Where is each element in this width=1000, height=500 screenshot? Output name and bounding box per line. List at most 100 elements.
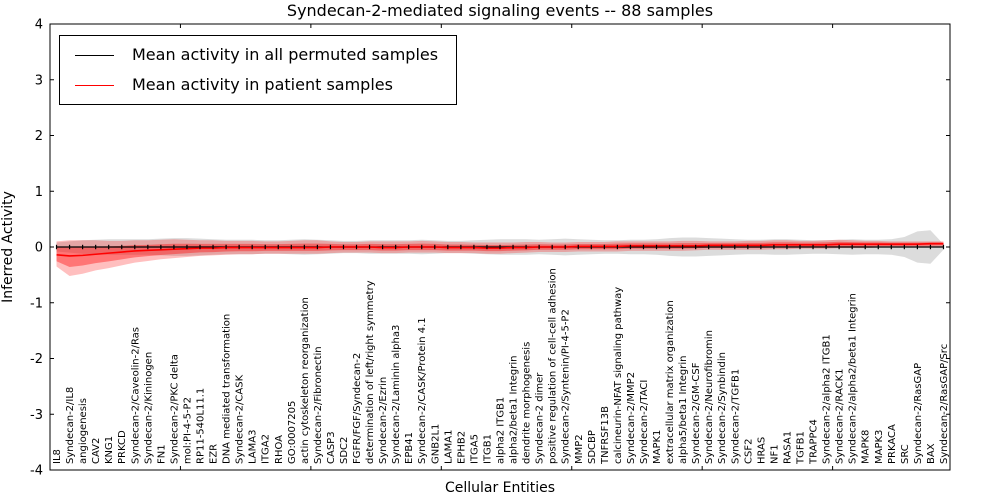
y-tick-label: 0 — [35, 241, 43, 256]
marker-dash — [760, 244, 762, 250]
x-category-label: TRAPPC4 — [809, 419, 820, 465]
x-category-label: Syndecan-2/alpha2 ITGB1 — [822, 334, 833, 464]
marker-dash — [238, 244, 240, 250]
chart-title: Syndecan-2-mediated signaling events -- … — [287, 1, 713, 20]
x-category-label: Syndecan-2/GM-CSF — [691, 362, 702, 464]
x-category-label: Syndecan-2/Synbindin — [717, 352, 728, 464]
x-category-label: BAX — [926, 443, 937, 464]
marker-dash — [812, 244, 814, 250]
marker-dash — [629, 244, 632, 250]
marker-dash — [290, 244, 292, 250]
patient-line-sample-icon — [75, 84, 114, 86]
marker-dash — [499, 244, 501, 250]
marker-dash — [160, 244, 162, 250]
marker-dash — [551, 244, 553, 250]
x-category-label: ITGA2 — [261, 434, 272, 464]
marker-dash — [708, 244, 710, 250]
y-axis-label: Inferred Activity — [0, 191, 16, 303]
x-category-label: determination of left/right symmetry — [365, 280, 376, 464]
marker-dash — [421, 244, 423, 250]
x-category-label: DNA mediated transformation — [222, 314, 233, 464]
marker-dash — [916, 244, 918, 250]
x-category-label: MAPK1 — [652, 430, 663, 464]
marker-dash — [668, 244, 671, 250]
marker-dash — [590, 244, 592, 250]
x-category-label: extracellular matrix organization — [665, 300, 676, 464]
x-category-label: TGFB1 — [796, 431, 807, 465]
x-category-label: Syndecan-2/TGFB1 — [730, 369, 741, 464]
x-category-label: RP11-540L11.1 — [196, 388, 207, 464]
x-category-label: GNB2L1 — [430, 424, 441, 464]
marker-dash — [95, 244, 97, 250]
marker-dash — [55, 244, 58, 250]
marker-dash — [121, 244, 123, 250]
marker-dash — [695, 244, 697, 250]
marker-dash — [434, 244, 436, 250]
x-category-label: LAMA1 — [443, 430, 454, 464]
marker-dash — [108, 244, 110, 250]
x-category-label: Syndecan-2/PKC delta — [169, 354, 180, 464]
x-category-label: Syndecan-2/Laminin alpha3 — [391, 325, 402, 464]
marker-dash — [747, 244, 749, 250]
x-category-label: Syndecan-2/Ezrin — [378, 377, 389, 464]
x-category-label: Syndecan-2/Neurofibromin — [704, 330, 715, 464]
x-category-label: PRKCD — [117, 430, 128, 464]
legend: Mean activity in all permuted samples Me… — [59, 35, 458, 105]
x-category-label: mol:PI-4-5-P2 — [182, 397, 193, 464]
marker-dash — [473, 244, 475, 250]
x-category-label: CSF2 — [743, 439, 754, 464]
marker-dash — [564, 244, 566, 250]
marker-dash — [173, 244, 175, 250]
marker-dash — [577, 244, 579, 250]
marker-dash — [460, 244, 462, 250]
x-category-label: MAPK8 — [861, 430, 872, 464]
y-tick-label: 1 — [35, 185, 43, 200]
x-category-label: alpha5/beta1 Integrin — [678, 356, 689, 464]
marker-dash — [225, 244, 227, 250]
x-category-label: SDC2 — [339, 437, 350, 464]
y-tick-label: -2 — [30, 352, 43, 367]
marker-dash — [682, 244, 684, 250]
marker-dash — [277, 244, 279, 250]
marker-dash — [303, 244, 305, 250]
x-category-label: positive regulation of cell-cell adhesio… — [548, 268, 559, 464]
x-category-label: ITGA5 — [469, 434, 480, 464]
marker-dash — [512, 244, 514, 250]
marker-dash — [316, 244, 318, 250]
marker-dash — [264, 244, 266, 250]
x-category-label: FGFR/FGF/Syndecan-2 — [352, 353, 363, 464]
marker-dash — [734, 244, 736, 250]
marker-dash — [825, 244, 827, 250]
marker-dash — [134, 244, 136, 250]
x-category-label: Syndecan-2 dimer — [535, 372, 546, 464]
x-category-label: MAPK3 — [874, 430, 885, 464]
x-category-label: dendrite morphogenesis — [522, 342, 533, 464]
x-category-label: Syndecan-2/Kininogen — [143, 352, 154, 464]
marker-dash — [147, 244, 149, 250]
y-tick-label: 2 — [35, 129, 43, 144]
x-category-label: HRAS — [756, 437, 767, 464]
x-category-label: angiogenesis — [78, 398, 89, 464]
x-category-label: CASP3 — [326, 431, 337, 464]
x-axis-label: Cellular Entities — [445, 480, 555, 496]
x-category-label: EZR — [209, 444, 220, 464]
marker-dash — [395, 244, 397, 250]
x-category-label: SDCBP — [587, 430, 598, 464]
legend-item-patient: Mean activity in patient samples — [75, 73, 438, 97]
marker-dash — [447, 244, 449, 250]
permuted-line-sample-icon — [75, 54, 114, 56]
marker-dash — [786, 244, 788, 250]
x-category-label: Syndecan-2/TACI — [639, 380, 650, 464]
marker-dash — [186, 244, 188, 250]
marker-dash — [773, 244, 775, 250]
marker-dash — [603, 244, 605, 250]
x-category-label: NF1 — [769, 444, 780, 464]
marker-dash — [199, 244, 201, 250]
x-category-label: RHOA — [274, 435, 285, 464]
x-category-label: Syndecan-2/Caveolin-2/Ras — [130, 327, 141, 464]
x-category-label: Syndecan-2/Syntenin/PI-4-5-P2 — [561, 309, 572, 464]
x-category-label: SRC — [900, 444, 911, 464]
x-category-label: EPHB2 — [456, 431, 467, 464]
marker-dash — [408, 244, 410, 250]
